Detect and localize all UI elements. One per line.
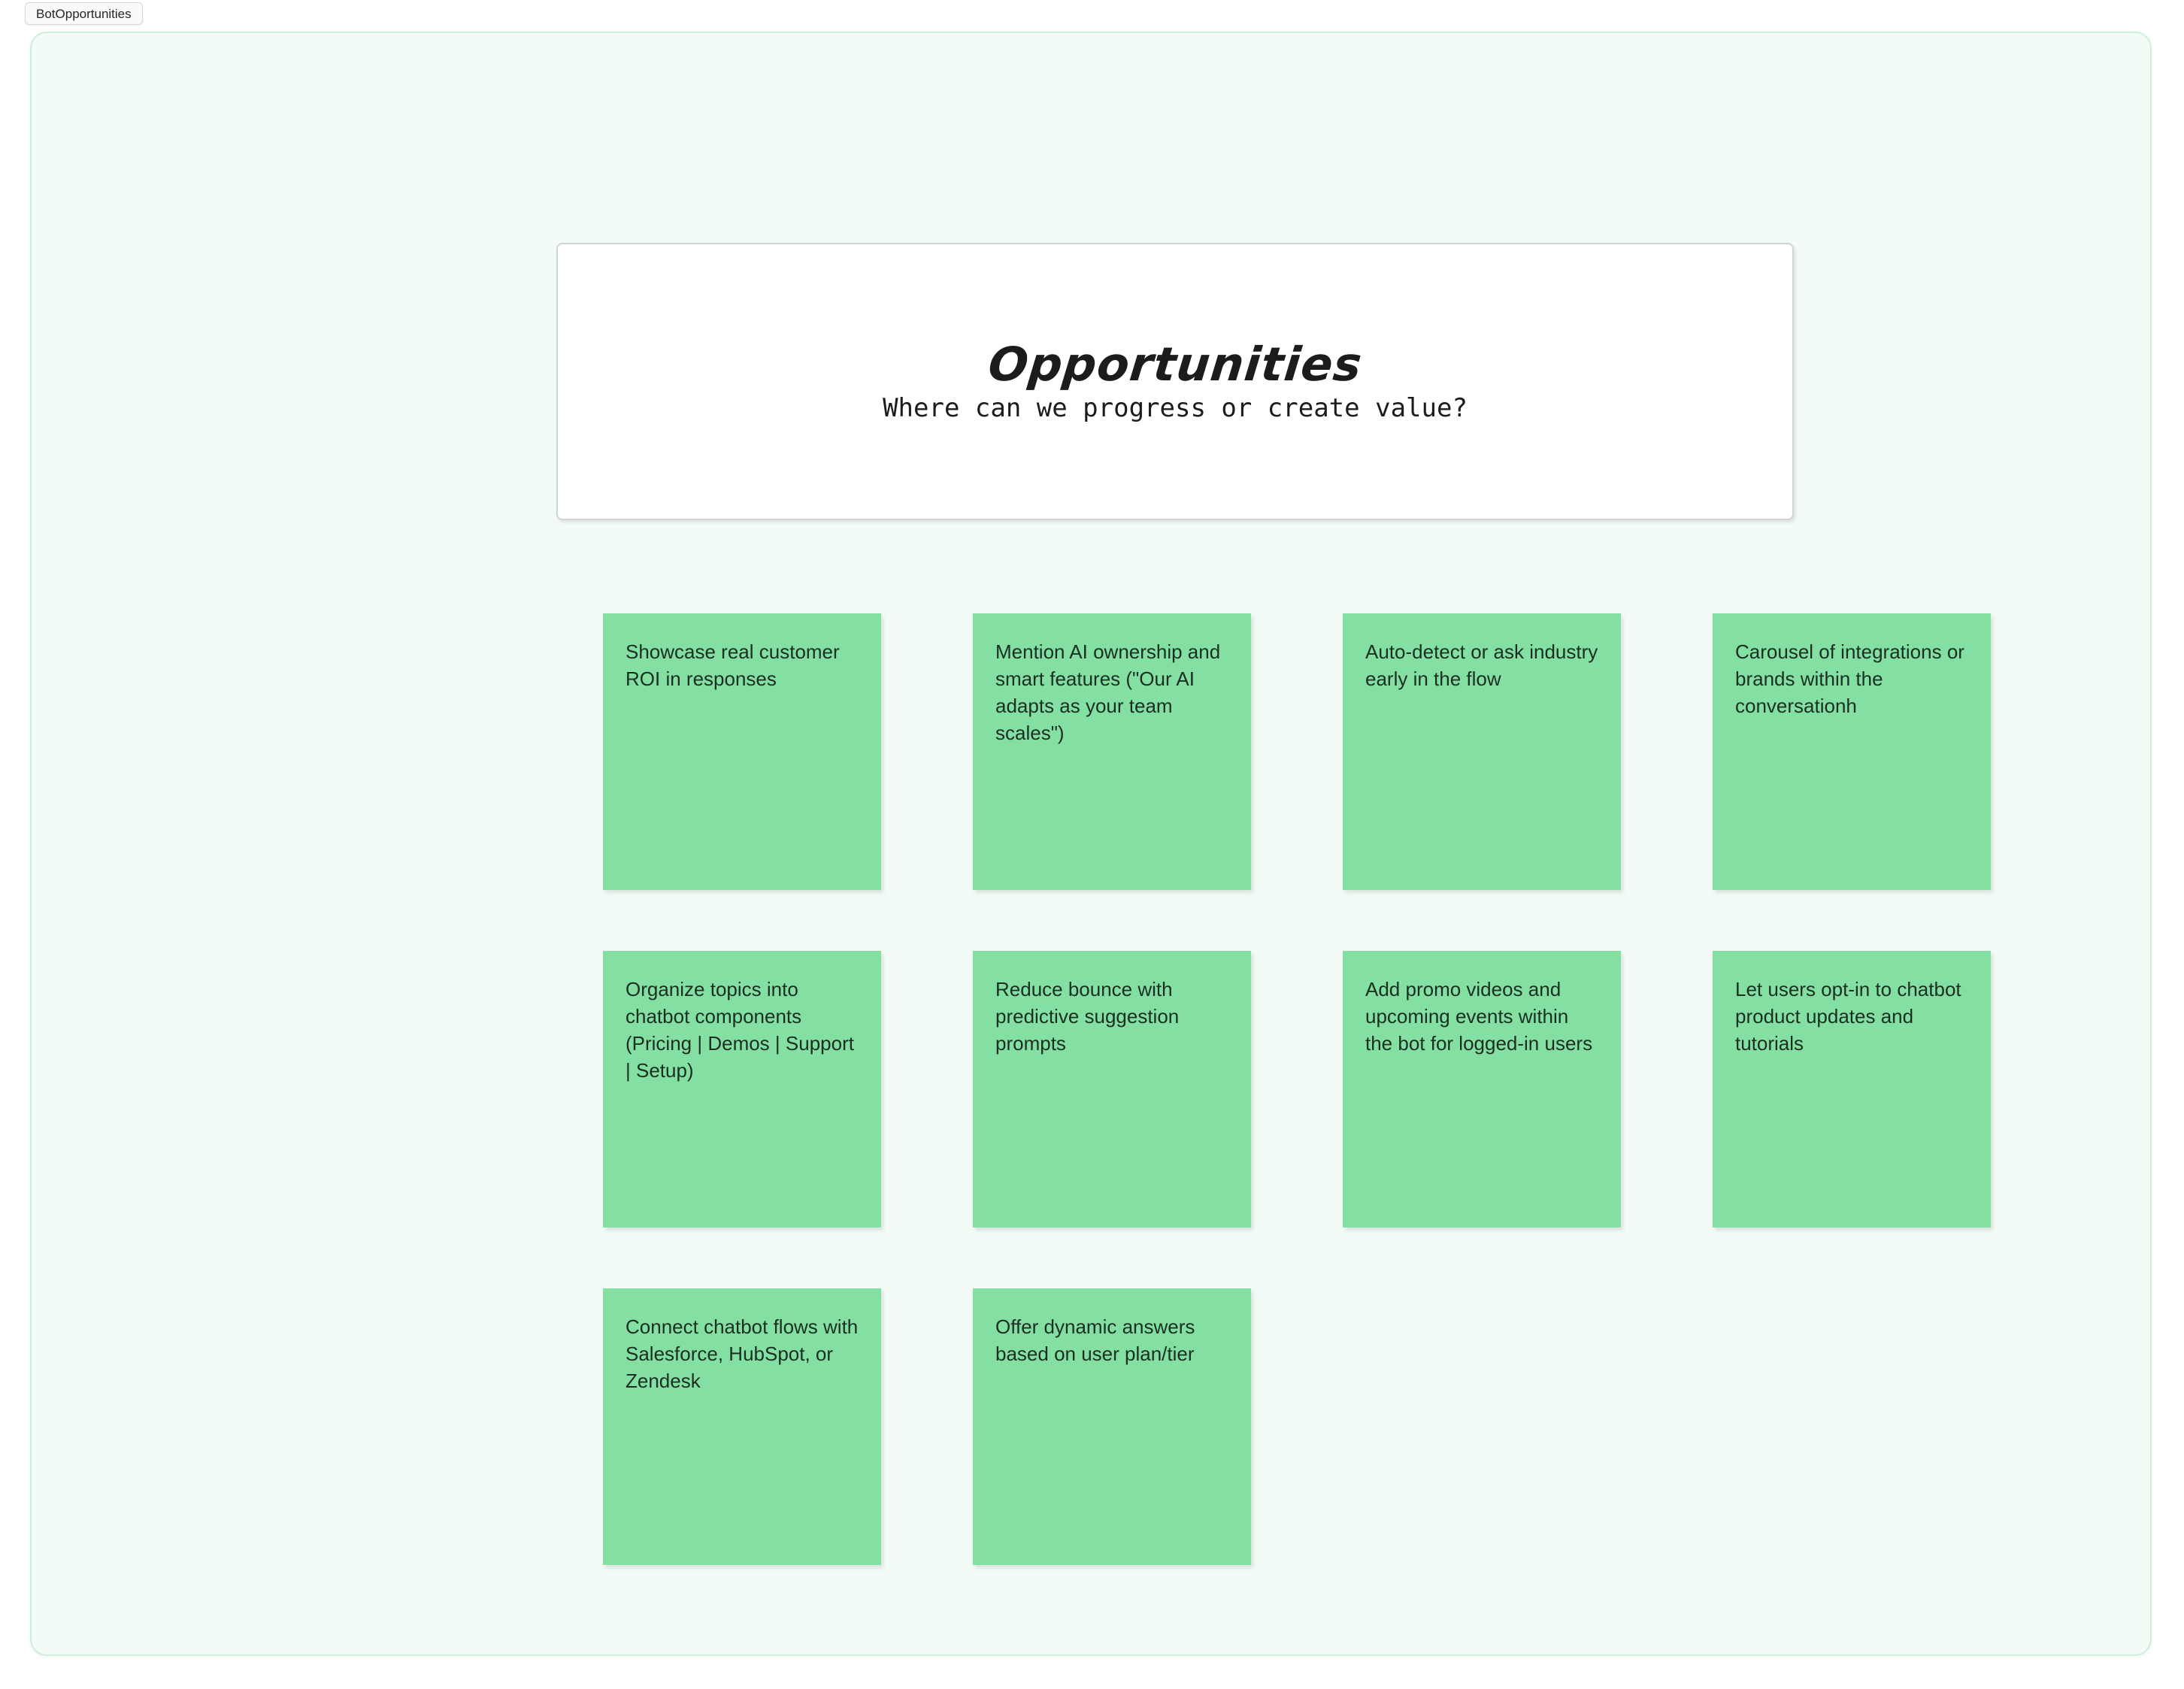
sticky-note-text: Organize topics into chatbot components … [626,978,860,1082]
sticky-note-text: Reduce bounce with predictive suggestion… [995,978,1185,1055]
sticky-note-grid: Showcase real customer ROI in responses … [603,613,1991,1626]
sticky-note-text: Auto-detect or ask industry early in the… [1365,640,1604,690]
sticky-note[interactable]: Showcase real customer ROI in responses [603,613,881,890]
page-subtitle: Where can we progress or create value? [883,392,1468,423]
sticky-note-row: Organize topics into chatbot components … [603,951,1991,1227]
header-card[interactable]: Opportunities Where can we progress or c… [556,243,1794,520]
board-canvas[interactable]: Opportunities Where can we progress or c… [30,32,2152,1656]
sticky-note-text: Offer dynamic answers based on user plan… [995,1315,1201,1365]
sticky-note-text: Let users opt-in to chatbot product upda… [1735,978,1967,1055]
sticky-note[interactable]: Reduce bounce with predictive suggestion… [973,951,1251,1227]
sticky-note-row: Connect chatbot flows with Salesforce, H… [603,1288,1949,1565]
sticky-note-text: Connect chatbot flows with Salesforce, H… [626,1315,864,1392]
sticky-note[interactable]: Connect chatbot flows with Salesforce, H… [603,1288,881,1565]
sticky-note[interactable]: Let users opt-in to chatbot product upda… [1713,951,1991,1227]
sticky-note-text: Showcase real customer ROI in responses [626,640,845,690]
sticky-note[interactable]: Mention AI ownership and smart features … [973,613,1251,890]
sticky-note[interactable]: Carousel of integrations or brands withi… [1713,613,1991,890]
board-tab-chip[interactable]: BotOpportunities [25,2,143,25]
topbar: BotOpportunities [0,0,2184,30]
page-title: Opportunities [985,336,1365,392]
sticky-note[interactable]: Offer dynamic answers based on user plan… [973,1288,1251,1565]
sticky-note[interactable]: Organize topics into chatbot components … [603,951,881,1227]
sticky-note[interactable]: Add promo videos and upcoming events wit… [1343,951,1621,1227]
sticky-note[interactable]: Auto-detect or ask industry early in the… [1343,613,1621,890]
sticky-note-text: Add promo videos and upcoming events wit… [1365,978,1593,1055]
sticky-note-row: Showcase real customer ROI in responses … [603,613,1991,890]
sticky-note-text: Mention AI ownership and smart features … [995,640,1226,744]
sticky-note-text: Carousel of integrations or brands withi… [1735,640,1970,717]
